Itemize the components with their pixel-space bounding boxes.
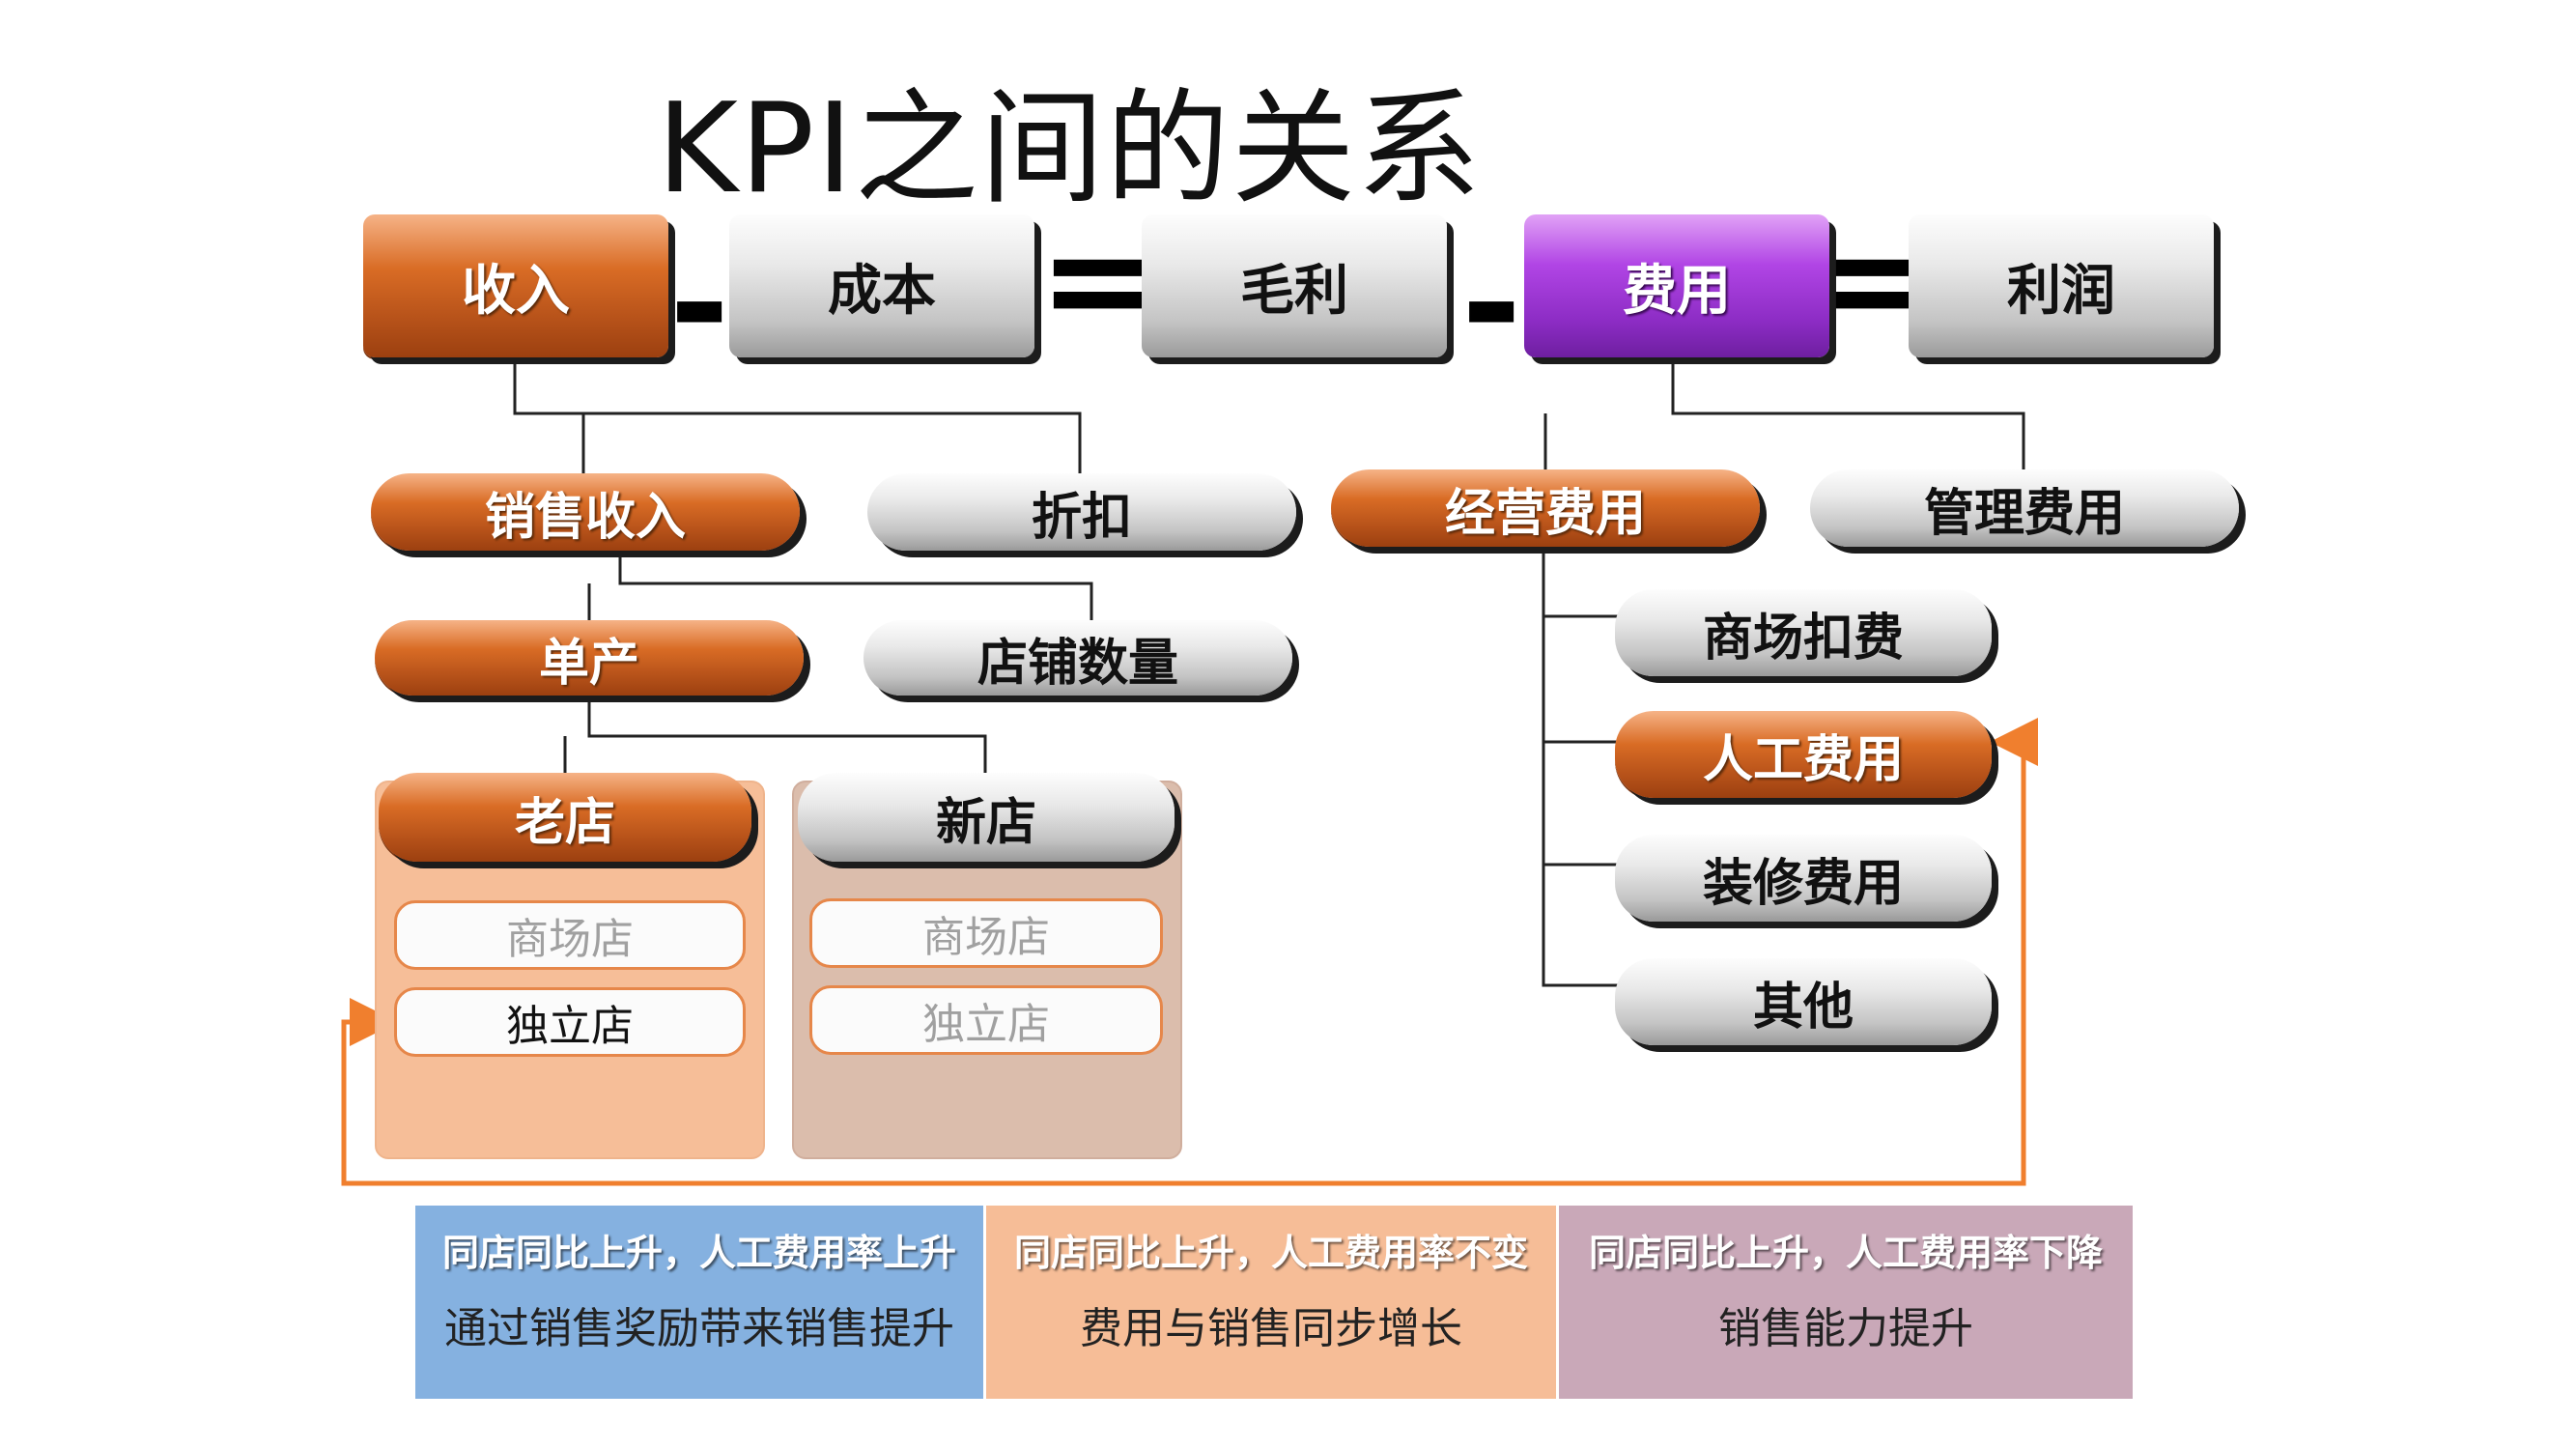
note-labor-rate-down: 同店同比上升，人工费用率下降 销售能力提升 [1559,1206,2133,1399]
sales-revenue-box: 销售收入 [371,473,800,551]
unit-output-box: 单产 [375,620,804,696]
note-labor-rate-up: 同店同比上升，人工费用率上升 通过销售奖励带来销售提升 [415,1206,983,1399]
gross-profit-box: 毛利 [1142,214,1447,357]
page-title: KPI之间的关系 [657,77,1483,221]
feedback-arrow [341,742,2026,1186]
note-detail: 销售能力提升 [1718,1304,1973,1353]
other-expense-box: 其他 [1615,958,1992,1045]
operating-expense-box: 经营费用 [1331,469,1760,547]
old-mall-store: 商场店 [394,900,746,970]
old-store-box: 老店 [379,773,751,862]
equals-sign: = [1038,196,1160,364]
connector-expense [1671,359,2025,471]
note-labor-rate-same: 同店同比上升，人工费用率不变 费用与销售同步增长 [986,1206,1556,1399]
discount-box: 折扣 [867,473,1296,551]
expense-box: 费用 [1524,214,1829,357]
connector-unit-tree [587,697,987,773]
connector-sales-tree [618,553,1093,623]
note-headline: 同店同比上升，人工费用率上升 [441,1232,956,1274]
store-count-box: 店铺数量 [863,620,1292,696]
new-mall-store: 商场店 [809,898,1163,968]
minus-sign: - [1461,220,1522,388]
management-expense-box: 管理费用 [1810,469,2239,547]
decoration-cost-box: 装修费用 [1615,835,1992,922]
note-detail: 通过销售奖励带来销售提升 [444,1304,954,1353]
note-detail: 费用与销售同步增长 [1080,1304,1462,1353]
labor-cost-box: 人工费用 [1615,711,1992,798]
mall-deduction-box: 商场扣费 [1615,589,1992,676]
revenue-box: 收入 [363,214,668,357]
profit-box: 利润 [1909,214,2214,357]
minus-sign: - [669,220,730,388]
cost-box: 成本 [729,214,1034,357]
new-store-box: 新店 [798,773,1175,862]
connector-revenue [513,359,1082,475]
old-standalone-store: 独立店 [394,987,746,1057]
note-headline: 同店同比上升，人工费用率下降 [1588,1232,2103,1274]
connector-operating-tree [1542,549,1621,987]
new-standalone-store: 独立店 [809,985,1163,1055]
note-headline: 同店同比上升，人工费用率不变 [1013,1232,1528,1274]
